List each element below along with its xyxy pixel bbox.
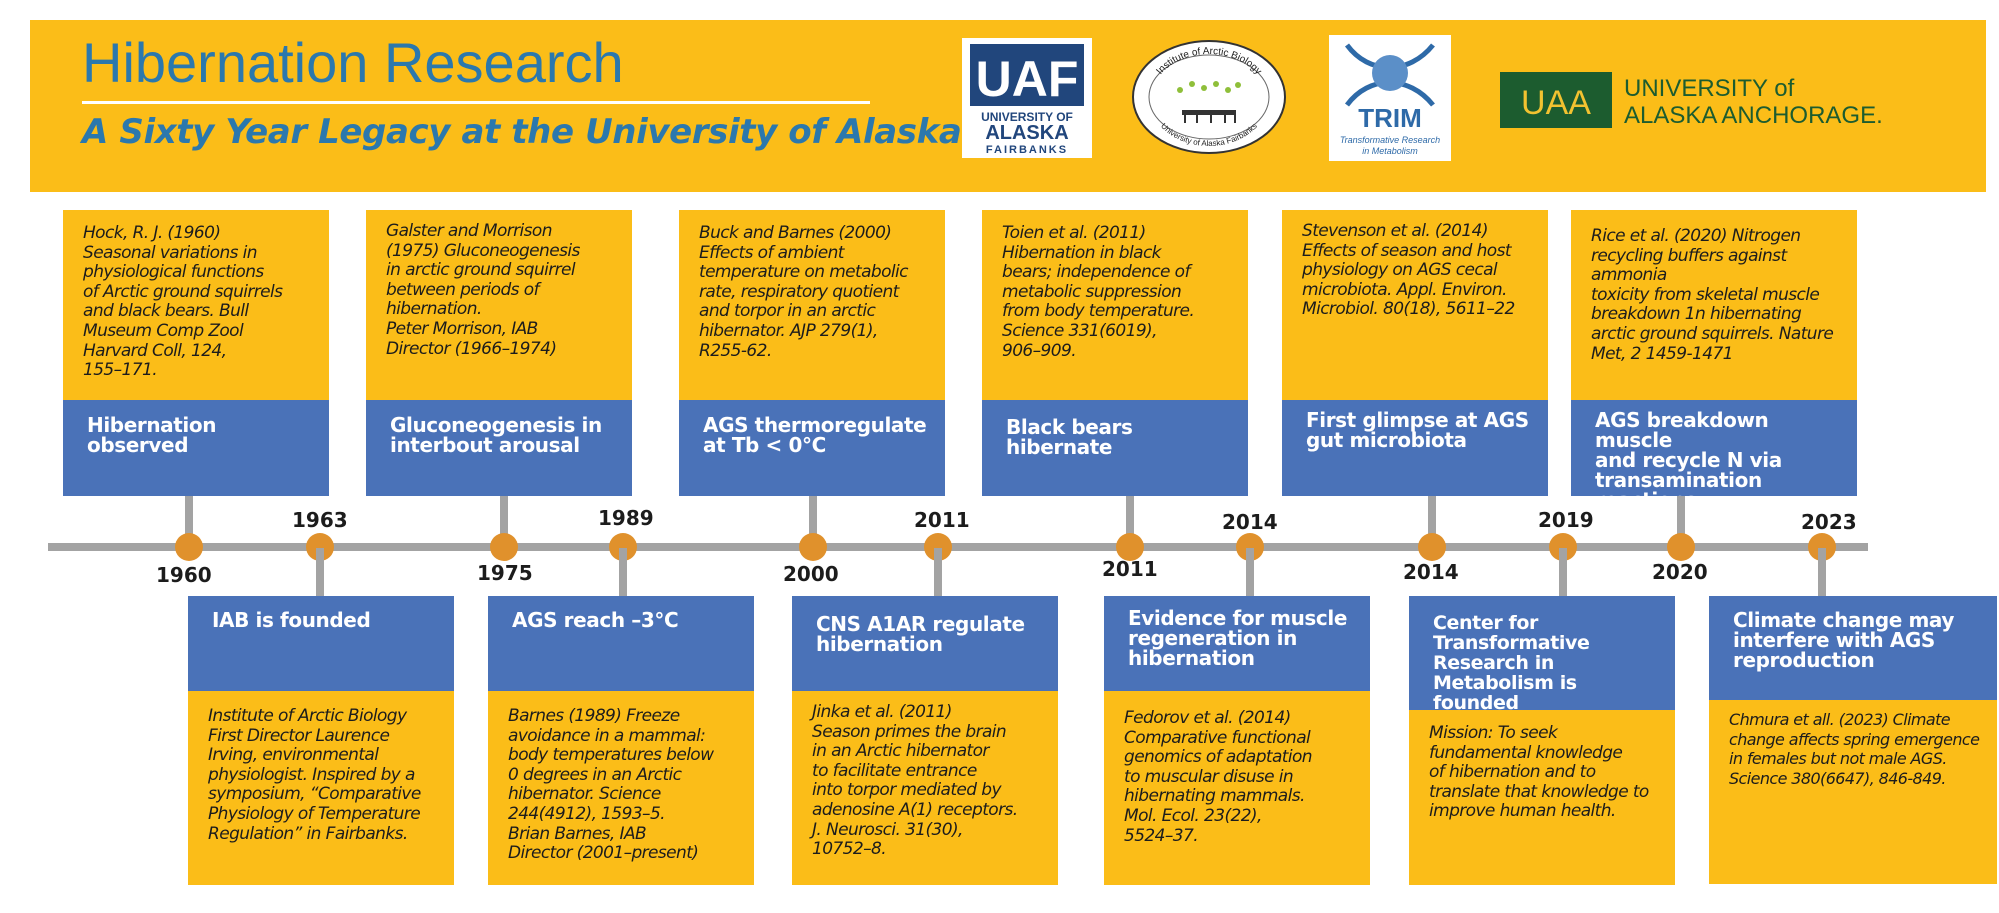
page-subtitle: A Sixty Year Legacy at the University of… xyxy=(82,112,962,152)
connector-stem xyxy=(500,496,508,546)
year-label: 1975 xyxy=(477,561,533,585)
reference-text: Galster and Morrison (1975) Gluconeogene… xyxy=(366,210,632,400)
event-label: Climate change may interfere with AGS re… xyxy=(1709,596,1997,700)
year-label: 2014 xyxy=(1222,510,1278,534)
connector-stem xyxy=(1126,496,1134,546)
uaa-mark: UAA xyxy=(1521,84,1591,122)
event-label: AGS thermoregulate at Tb < 0°C xyxy=(679,400,945,496)
year-label: 2011 xyxy=(1102,557,1158,581)
event-label: Hibernation observed xyxy=(63,400,329,496)
connector-stem xyxy=(809,496,817,546)
reference-text: Stevenson et al. (2014) Effects of seaso… xyxy=(1282,210,1548,400)
timeline-dot xyxy=(490,533,518,561)
year-label: 1960 xyxy=(156,563,212,587)
reference-text: Fedorov et al. (2014) Comparative functi… xyxy=(1104,691,1370,885)
trim-mark: TRIM xyxy=(1358,103,1422,133)
timeline-dot xyxy=(1667,533,1695,561)
uaf-line3: FAIRBANKS xyxy=(986,144,1068,156)
reference-text: Mission: To seek fundamental knowledge o… xyxy=(1409,710,1675,885)
timeline-dot xyxy=(1116,533,1144,561)
connector-stem xyxy=(1559,548,1567,596)
year-label: 2011 xyxy=(914,508,970,532)
timeline-dot xyxy=(1418,533,1446,561)
event-label: First glimpse at AGS gut microbiota xyxy=(1282,400,1548,496)
event-label: Gluconeogenesis in interbout arousal xyxy=(366,400,632,496)
trim-line2: in Metabolism xyxy=(1362,146,1418,156)
uaa-line1: UNIVERSITY of xyxy=(1624,75,1795,102)
uaf-line1: UNIVERSITY OF xyxy=(981,110,1073,124)
uaf-line2: ALASKA xyxy=(985,122,1068,144)
event-label: Evidence for muscle regeneration in hibe… xyxy=(1104,596,1370,691)
connector-stem xyxy=(316,548,324,596)
iab-logo: Institute of Arctic Biology University o… xyxy=(1130,38,1288,156)
year-label: 2019 xyxy=(1538,508,1594,532)
timeline-axis xyxy=(48,543,1868,551)
uaf-mark: UAF xyxy=(976,51,1079,107)
year-label: 1963 xyxy=(292,508,348,532)
event-label: IAB is founded xyxy=(188,596,454,691)
reference-text: Jinka et al. (2011) Season primes the br… xyxy=(792,691,1058,885)
timeline-dot xyxy=(799,533,827,561)
trim-line1: Transformative Research xyxy=(1340,135,1440,145)
uaf-logo: UAF UNIVERSITY OF ALASKA FAIRBANKS xyxy=(962,38,1092,158)
uaa-logo: UAA UNIVERSITY of ALASKA ANCHORAGE. xyxy=(1500,70,1900,134)
event-label: CNS A1AR regulate hibernation xyxy=(792,596,1058,691)
reference-text: Institute of Arctic Biology First Direct… xyxy=(188,691,454,885)
reference-text: Barnes (1989) Freeze avoidance in a mamm… xyxy=(488,691,754,885)
timeline-dot xyxy=(175,533,203,561)
connector-stem xyxy=(934,548,942,596)
event-label: AGS breakdown muscle and recycle N via t… xyxy=(1571,400,1857,496)
connector-stem xyxy=(1818,548,1826,596)
event-label: Center for Transformative Research in Me… xyxy=(1409,596,1675,710)
reference-text: Buck and Barnes (2000) Effects of ambien… xyxy=(679,210,945,400)
year-label: 1989 xyxy=(598,506,654,530)
title-divider xyxy=(82,101,870,104)
reference-text: Hock, R. J. (1960) Seasonal variations i… xyxy=(63,210,329,400)
connector-stem xyxy=(1677,496,1685,546)
year-label: 2023 xyxy=(1801,510,1857,534)
event-label: AGS reach –3°C xyxy=(488,596,754,691)
reference-text: Rice et al. (2020) Nitrogen recycling bu… xyxy=(1571,210,1857,400)
reference-text: Chmura et all. (2023) Climate change aff… xyxy=(1709,700,1997,884)
page-title: Hibernation Research xyxy=(82,31,624,94)
trim-logo: TRIM Transformative Research in Metaboli… xyxy=(1329,35,1451,161)
connector-stem xyxy=(185,496,193,546)
connector-stem xyxy=(1428,496,1436,546)
connector-stem xyxy=(1246,548,1254,596)
year-label: 2020 xyxy=(1652,560,1708,584)
year-label: 2014 xyxy=(1403,560,1459,584)
uaa-line2: ALASKA ANCHORAGE. xyxy=(1624,102,1883,129)
event-label: Black bears hibernate xyxy=(982,400,1248,496)
year-label: 2000 xyxy=(783,562,839,586)
connector-stem xyxy=(619,548,627,596)
reference-text: Toien et al. (2011) Hibernation in black… xyxy=(982,210,1248,400)
